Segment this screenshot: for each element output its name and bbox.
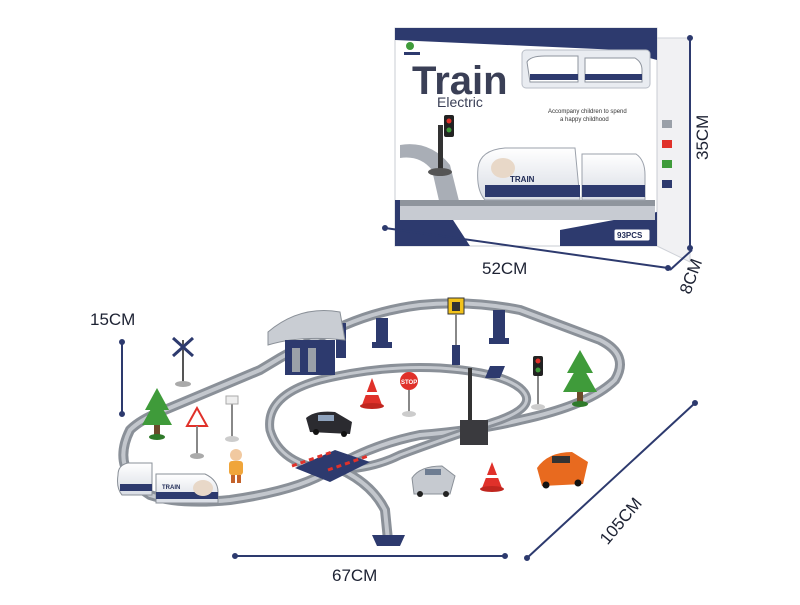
box-tagline-2: a happy childhood [560, 117, 609, 123]
orange-car-icon [537, 452, 588, 489]
pieces-badge: 93PCS [613, 228, 651, 242]
box-top-band [395, 28, 657, 60]
svg-text:93PCS: 93PCS [617, 231, 643, 240]
box-side-icons [662, 120, 672, 188]
stop-sign-icon: STOP [400, 372, 418, 417]
tree-icon-right [563, 350, 597, 407]
box-traffic-pole [438, 125, 443, 170]
product-box: TRAIN Train Electric Accompany children … [394, 27, 691, 263]
traffic-cone-icon [480, 462, 504, 492]
box-mini-train-image [521, 49, 651, 89]
white-sign-icon [225, 395, 239, 442]
crossing-gate-right [327, 454, 369, 472]
box-figure-icon [491, 158, 515, 178]
box-side [654, 37, 691, 263]
brand-logo [404, 42, 420, 55]
box-track [400, 200, 655, 206]
box-title: Train [412, 59, 508, 103]
track-layout [118, 298, 625, 546]
traffic-light-icon [531, 356, 545, 410]
box-tagline-1: Accompany children to spend [548, 109, 627, 115]
track-height-label: 15CM [90, 310, 136, 329]
railroad-crossing-sign-icon [171, 336, 195, 387]
child-figure-icon [229, 449, 243, 483]
track-width-label: 67CM [332, 566, 378, 585]
warning-sign-icon [185, 405, 209, 459]
crossing-piece [295, 450, 370, 482]
crossing-gate-left [291, 450, 333, 468]
traffic-cone-icon [360, 378, 384, 409]
dimension-lines [119, 35, 698, 561]
box-ramp [400, 144, 460, 205]
track-train-label: TRAIN [162, 485, 180, 491]
track-end-bumper [372, 535, 405, 546]
box-height-label: 35CM [693, 114, 712, 160]
bridge-pillars [336, 310, 509, 365]
black-car-icon [306, 411, 352, 437]
box-train-image: TRAIN [477, 147, 646, 201]
signal-pole-icon [468, 366, 505, 420]
silver-car-icon [411, 465, 456, 497]
box-traffic-light-icon [444, 115, 454, 137]
station-building [267, 310, 346, 375]
stop-sign-text: STOP [401, 380, 417, 386]
tree-icon-left [142, 388, 172, 440]
tunnel-sign-icon [447, 297, 465, 345]
box-width-label: 52CM [482, 259, 528, 278]
train-on-track-image: TRAIN [117, 462, 219, 504]
ramp-piece [460, 420, 488, 445]
box-subtitle: Electric [437, 94, 483, 110]
box-train-label: TRAIN [510, 175, 535, 184]
